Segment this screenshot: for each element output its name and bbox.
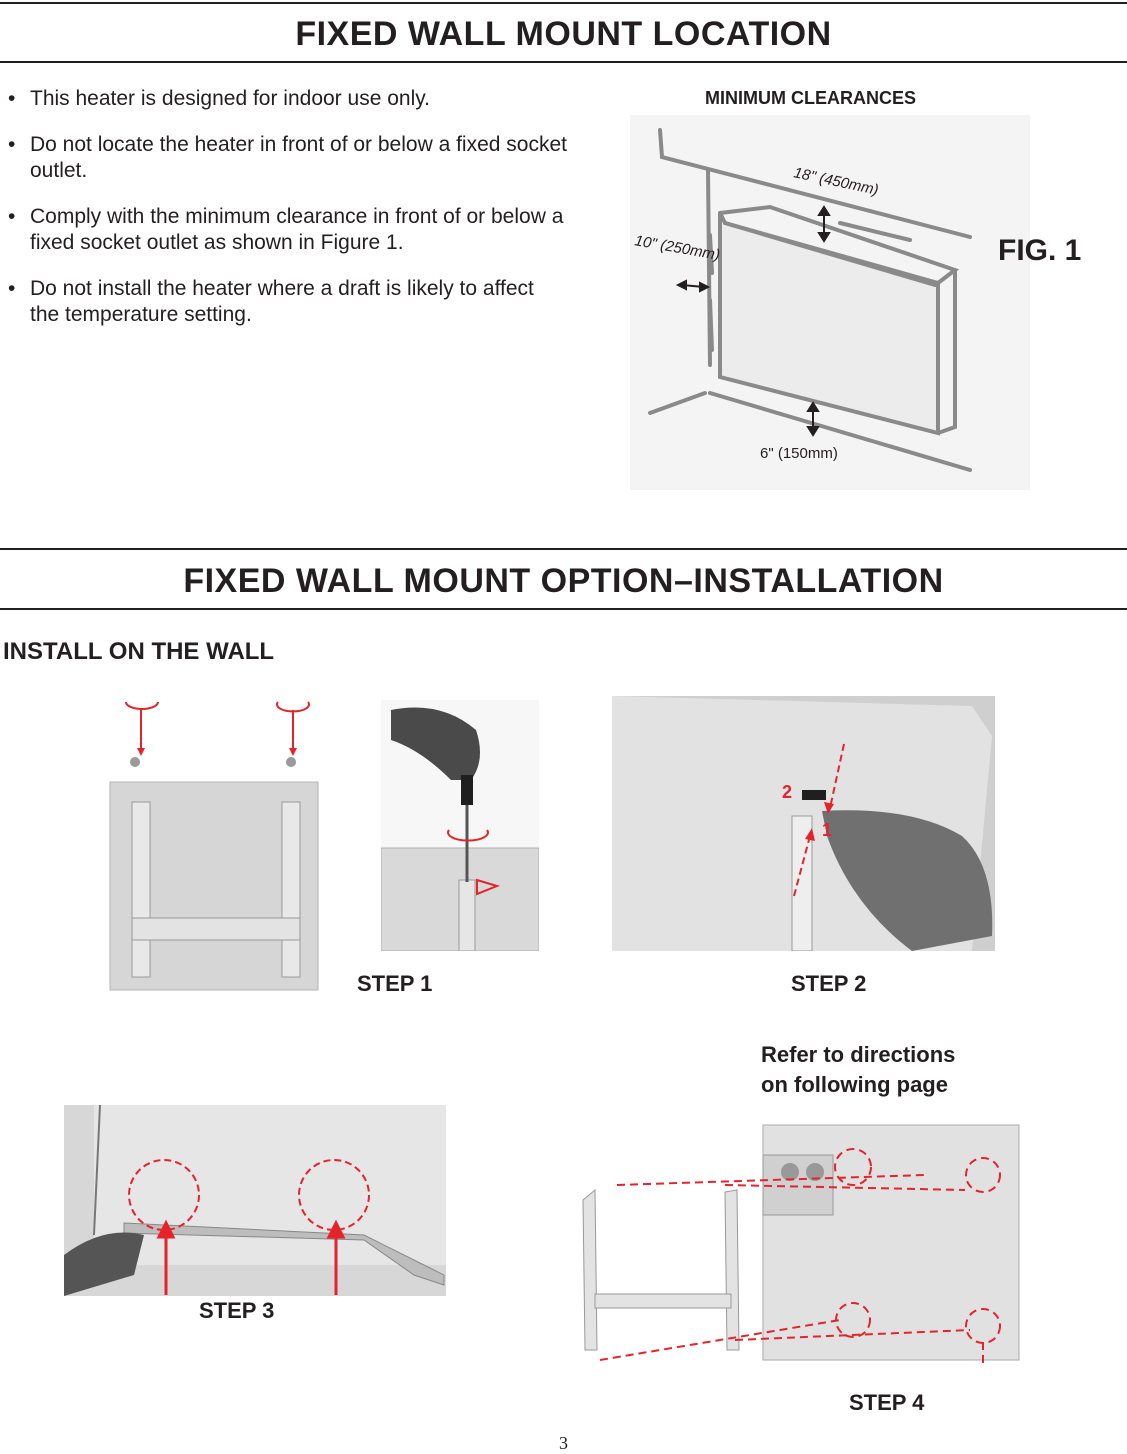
- step2-label: STEP 2: [791, 971, 867, 996]
- figure-heading: MINIMUM CLEARANCES: [705, 88, 916, 108]
- refer-note-line1: Refer to directions: [761, 1042, 956, 1067]
- location-bullet-list: This heater is designed for indoor use o…: [8, 86, 568, 348]
- bottom-clearance-label: 6" (150mm): [760, 445, 838, 462]
- refer-note: Refer to directions on following page: [761, 1040, 955, 1100]
- bullet-indoor-use: This heater is designed for indoor use o…: [8, 86, 568, 112]
- step3-photo: [64, 1105, 446, 1296]
- step4-photo: [582, 1124, 1020, 1365]
- bullet-socket-outlet: Do not locate the heater in front of or …: [8, 132, 568, 184]
- step2-photo: 2 1: [612, 696, 995, 951]
- step1-bracket-photo: [109, 701, 319, 991]
- page-number: 3: [559, 1433, 568, 1453]
- bullet-draft: Do not install the heater where a draft …: [8, 276, 568, 328]
- step1-screwdriver-photo: [381, 700, 539, 951]
- section1-rule: [0, 61, 1127, 63]
- bullet-minimum-clearance: Comply with the minimum clearance in fro…: [8, 204, 568, 256]
- step1-label: STEP 1: [357, 971, 433, 996]
- step2-marker-1: 1: [822, 820, 832, 840]
- clearance-diagram: 18" (450mm) 10" (250mm) 6" (150mm): [630, 115, 1030, 490]
- section2-rule: [0, 608, 1127, 610]
- section1-title: FIXED WALL MOUNT LOCATION: [295, 15, 832, 53]
- top-rule: [0, 2, 1127, 4]
- install-subtitle: INSTALL ON THE WALL: [3, 638, 275, 665]
- section2-title: FIXED WALL MOUNT OPTION–INSTALLATION: [183, 562, 944, 600]
- step4-label: STEP 4: [849, 1390, 925, 1415]
- refer-note-line2: on following page: [761, 1072, 948, 1097]
- step2-marker-2: 2: [782, 782, 792, 802]
- step3-label: STEP 3: [199, 1298, 275, 1323]
- section2-top-rule: [0, 548, 1127, 550]
- figure-label: FIG. 1: [998, 234, 1082, 267]
